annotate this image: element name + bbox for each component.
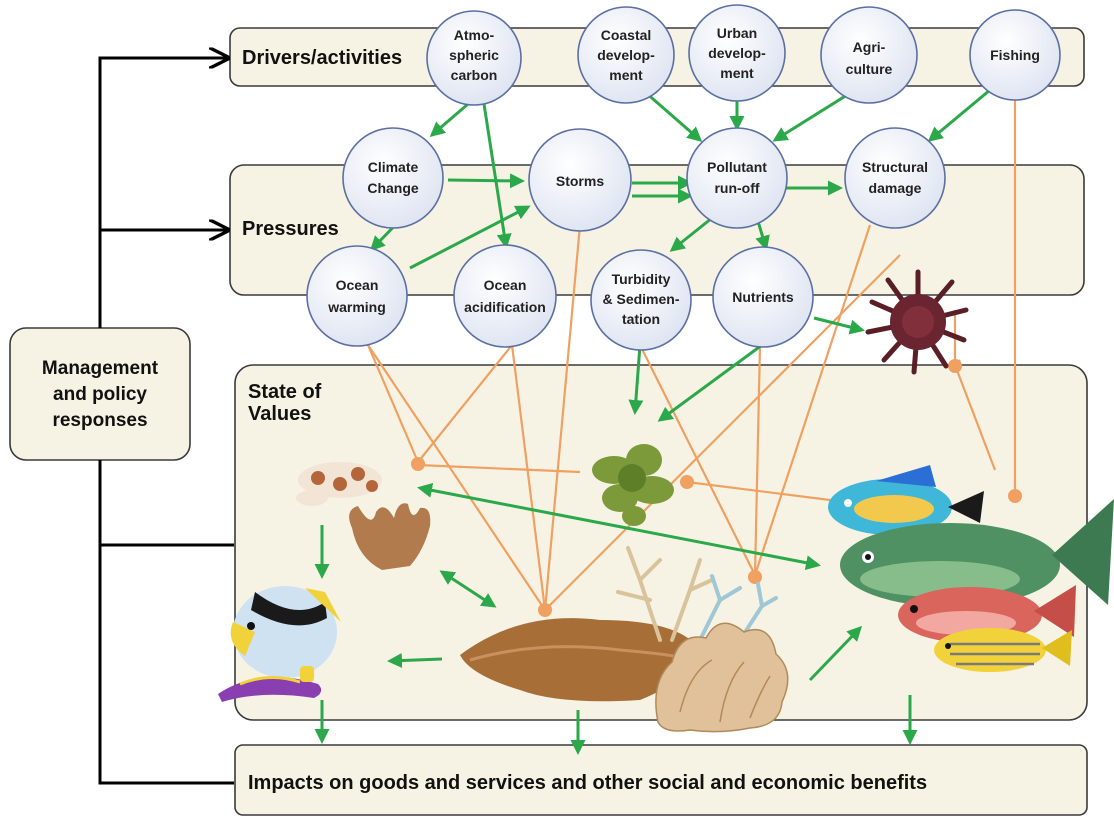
drivers-label: Drivers/activities xyxy=(242,47,402,69)
svg-text:Storms: Storms xyxy=(556,173,604,189)
node-fishing: Fishing xyxy=(969,9,1061,101)
svg-text:Ocean: Ocean xyxy=(336,277,379,293)
svg-text:Urban: Urban xyxy=(717,25,757,41)
svg-text:Coastal: Coastal xyxy=(601,27,652,43)
node-ocean-acidification: Ocean acidification xyxy=(453,244,557,348)
node-nutrients: Nutrients xyxy=(712,246,814,348)
svg-text:Agri-: Agri- xyxy=(853,39,886,55)
svg-text:develop-: develop- xyxy=(708,45,766,61)
svg-text:ment: ment xyxy=(720,65,754,81)
positive-arrows xyxy=(314,88,991,755)
node-urban-development: Urban develop- ment xyxy=(688,4,786,102)
lettuce-coral-icon xyxy=(655,622,789,733)
svg-text:ment: ment xyxy=(609,67,643,83)
impacts-panel xyxy=(234,744,1088,816)
grouper-icon xyxy=(840,499,1114,607)
node-turbidity-sedimentation: Turbidity & Sedimen- tation xyxy=(590,249,692,351)
svg-text:tation: tation xyxy=(622,311,660,327)
parrotfish-icon xyxy=(828,465,984,535)
svg-text:Fishing: Fishing xyxy=(990,47,1040,63)
management-feedback-lines xyxy=(98,58,234,785)
crown-of-thorns-starfish-icon xyxy=(865,269,969,375)
node-structural-damage: Structural damage xyxy=(844,127,946,229)
node-agriculture: Agri- culture xyxy=(820,6,918,104)
node-climate-change: Climate Change xyxy=(342,127,444,229)
seaweed-icon xyxy=(592,444,674,526)
node-pollutant-runoff: Pollutant run-off xyxy=(686,127,788,229)
svg-text:carbon: carbon xyxy=(451,67,498,83)
sponge-icon xyxy=(349,503,431,570)
svg-text:culture: culture xyxy=(846,61,893,77)
svg-text:Ocean: Ocean xyxy=(484,277,527,293)
nudibranch-icon xyxy=(218,666,322,702)
management-line2: and policy xyxy=(53,384,147,405)
node-ocean-warming: Ocean warming xyxy=(306,245,408,347)
butterflyfish-icon xyxy=(230,586,341,678)
svg-text:acidification: acidification xyxy=(464,299,546,315)
svg-text:Pollutant: Pollutant xyxy=(707,159,767,175)
svg-text:develop-: develop- xyxy=(597,47,655,63)
svg-text:Structural: Structural xyxy=(862,159,928,175)
svg-text:warming: warming xyxy=(327,299,386,315)
svg-text:Nutrients: Nutrients xyxy=(732,289,794,305)
sweetlips-icon xyxy=(934,628,1072,672)
management-line1: Management xyxy=(42,358,159,379)
svg-text:spheric: spheric xyxy=(449,47,499,63)
node-storms: Storms xyxy=(528,128,632,232)
svg-text:Atmo-: Atmo- xyxy=(454,27,495,43)
svg-text:Change: Change xyxy=(367,180,419,196)
node-coastal-development: Coastal develop- ment xyxy=(577,6,675,104)
state-label-line2: Values xyxy=(248,403,311,425)
impacts-label: Impacts on goods and services and other … xyxy=(248,772,927,794)
svg-text:damage: damage xyxy=(869,180,922,196)
svg-text:Climate: Climate xyxy=(368,159,419,175)
node-atmospheric-carbon: Atmo- spheric carbon xyxy=(426,10,522,106)
svg-text:Turbidity: Turbidity xyxy=(612,271,671,287)
harlequin-shrimp-icon xyxy=(296,462,382,506)
staghorn-coral-icon xyxy=(616,546,778,642)
state-label-line1: State of xyxy=(248,381,322,403)
svg-text:run-off: run-off xyxy=(714,180,759,196)
pressures-label: Pressures xyxy=(242,218,339,240)
svg-text:& Sedimen-: & Sedimen- xyxy=(602,291,679,307)
management-line3: responses xyxy=(52,410,147,431)
